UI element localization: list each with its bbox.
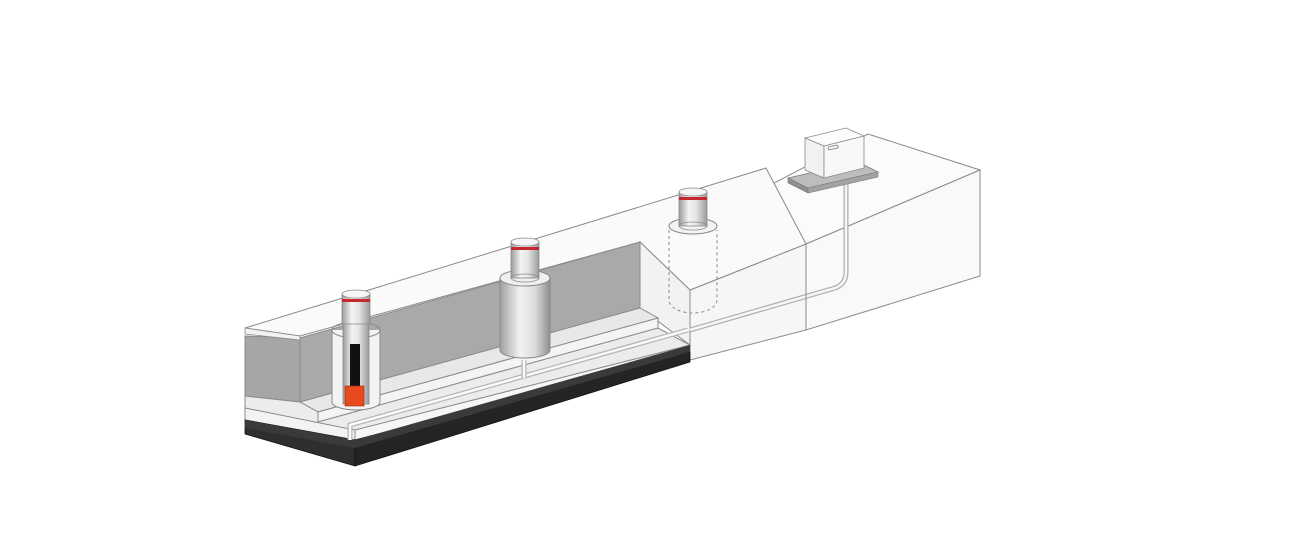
bollard-sectioned	[331, 289, 381, 411]
bollard-3-hidden-sleeve	[668, 230, 718, 314]
bollard-1-reflective-band	[342, 299, 370, 302]
bollard-3-reflective-band	[679, 197, 707, 200]
bollard-2-cap	[510, 237, 540, 247]
cabinet-base-side	[807, 171, 879, 194]
bollard-1-hydraulic-unit	[344, 385, 365, 407]
bollard-1-head	[341, 293, 371, 325]
bollard-2-reflective-band	[511, 247, 539, 250]
slab-end-top-lip	[244, 327, 301, 341]
bollard-1-piston-rod	[350, 344, 360, 388]
slab-end-section	[244, 335, 301, 403]
bollard-foundation-sleeve	[499, 237, 551, 359]
control-cabinet	[786, 127, 880, 194]
floor-conduit	[347, 327, 689, 440]
conduit-pipe	[689, 184, 849, 333]
bollard-1-cap	[341, 289, 371, 299]
cabinet-handle-icon	[827, 144, 839, 151]
bollard-2-sleeve-body	[499, 278, 551, 359]
bollard-hidden	[668, 187, 718, 314]
bollard-3-cap	[678, 187, 708, 197]
cabinet-box-side	[823, 135, 865, 179]
